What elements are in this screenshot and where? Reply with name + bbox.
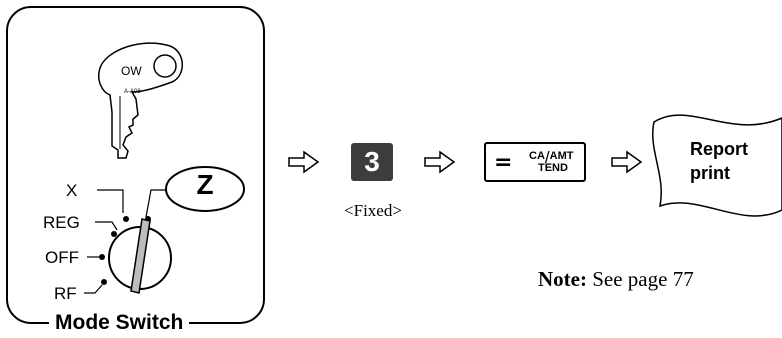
key-icon (98, 42, 183, 159)
mode-selector-knob-icon (108, 218, 172, 294)
switch-position-x: X (66, 181, 78, 200)
ca-key-ca: CA (529, 150, 545, 162)
note-text: See page 77 (592, 267, 694, 291)
key-code-label: A-A08 (124, 89, 141, 95)
receipt-paper-icon (652, 114, 782, 217)
arrow-right-icon (288, 150, 320, 174)
report-print-label: Report print (690, 137, 760, 185)
arrow-right-icon (611, 150, 643, 174)
ca-amt-tend-key: = CA/AMT TEND (484, 142, 586, 182)
ca-key-tend: TEND (538, 162, 568, 174)
selected-position-oval (165, 166, 245, 212)
switch-position-off: OFF (45, 248, 79, 267)
ca-key-equals: = (494, 150, 513, 175)
switch-position-rf: RF (54, 284, 77, 303)
report-line-1: Report (690, 139, 748, 159)
ca-key-top-label: CA/AMT (529, 148, 574, 166)
report-line-2: print (690, 163, 730, 183)
note-line: Note: See page 77 (538, 268, 694, 290)
ca-key-amt: AMT (549, 150, 574, 162)
mode-switch-title: Mode Switch (49, 312, 190, 334)
arrow-right-icon (424, 150, 456, 174)
switch-position-reg: REG (43, 213, 80, 232)
key-tag-label: OW (121, 64, 142, 78)
switch-leader-lines (84, 189, 166, 294)
selected-position-label: Z (196, 169, 214, 200)
note-label: Note: (538, 267, 587, 291)
ca-key-slash: / (544, 148, 550, 167)
fixed-caption: <Fixed> (344, 201, 402, 220)
numeric-key-3: 3 (351, 143, 393, 181)
